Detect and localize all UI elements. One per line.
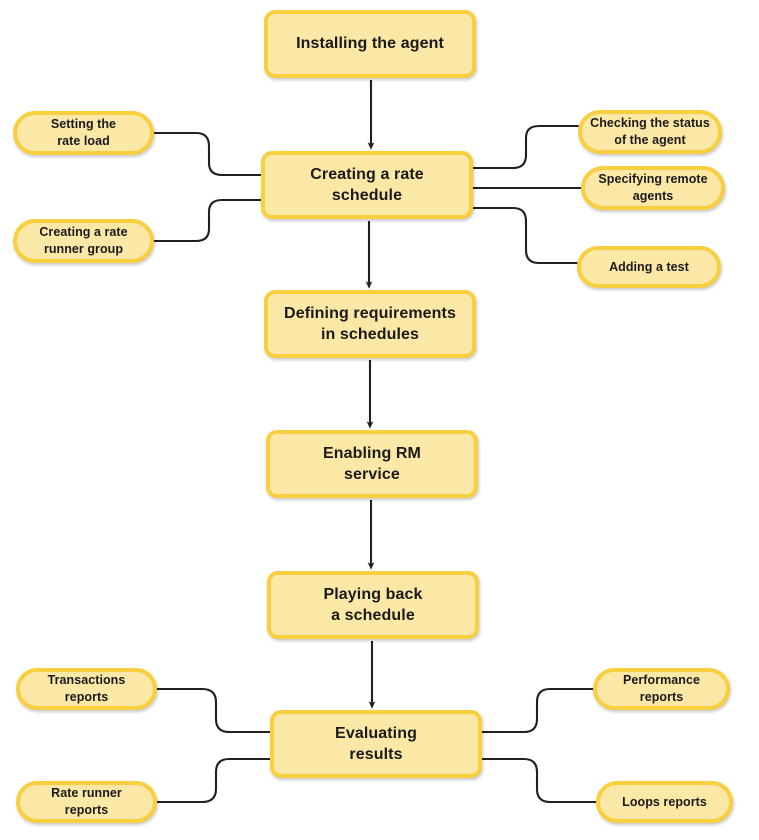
- node-label: Creating a rate runner group: [39, 225, 128, 256]
- node-label: Checking the status of the agent: [590, 116, 710, 147]
- link-rate-runner-reports: [155, 757, 272, 804]
- node-label: Enabling RM service: [323, 444, 421, 483]
- node-label: Performance reports: [623, 673, 700, 704]
- link-checking-the-status-of-the-agent: [471, 124, 580, 170]
- node-label: Specifying remote agents: [598, 172, 708, 203]
- node-transactions-reports[interactable]: Transactions reports: [16, 668, 157, 710]
- node-playing-back-a-schedule[interactable]: Playing back a schedule: [267, 571, 479, 639]
- node-evaluating-results[interactable]: Evaluating results: [270, 710, 482, 778]
- node-checking-the-status-of-the-agent[interactable]: Checking the status of the agent: [578, 110, 722, 154]
- node-label: Transactions reports: [47, 673, 126, 704]
- node-enabling-rm-service[interactable]: Enabling RM service: [266, 430, 478, 498]
- node-loops-reports[interactable]: Loops reports: [596, 781, 733, 823]
- node-performance-reports[interactable]: Performance reports: [593, 668, 730, 710]
- node-label: Installing the agent: [296, 35, 444, 53]
- link-setting-the-rate-load: [152, 131, 263, 177]
- link-transactions-reports: [155, 687, 272, 734]
- node-label: Defining requirements in schedules: [284, 304, 456, 343]
- link-loops-reports: [480, 757, 598, 804]
- link-adding-a-test: [471, 206, 579, 265]
- node-label: Playing back a schedule: [323, 585, 423, 624]
- node-installing-the-agent[interactable]: Installing the agent: [264, 10, 476, 78]
- node-label: Evaluating results: [335, 724, 417, 763]
- node-adding-a-test[interactable]: Adding a test: [577, 246, 721, 288]
- node-label: Adding a test: [609, 259, 689, 274]
- link-creating-a-rate-runner-group: [152, 198, 263, 243]
- node-label: Creating a rate schedule: [310, 165, 424, 204]
- node-defining-requirements-in-schedules[interactable]: Defining requirements in schedules: [264, 290, 476, 358]
- node-specifying-remote-agents[interactable]: Specifying remote agents: [581, 166, 725, 210]
- node-label: Loops reports: [622, 794, 707, 809]
- node-setting-the-rate-load[interactable]: Setting the rate load: [13, 111, 154, 155]
- node-creating-a-rate-schedule[interactable]: Creating a rate schedule: [261, 151, 473, 219]
- node-creating-a-rate-runner-group[interactable]: Creating a rate runner group: [13, 219, 154, 263]
- node-rate-runner-reports[interactable]: Rate runner reports: [16, 781, 157, 823]
- node-label: Setting the rate load: [50, 117, 117, 148]
- node-label: Rate runner reports: [51, 786, 122, 817]
- link-performance-reports: [480, 687, 595, 734]
